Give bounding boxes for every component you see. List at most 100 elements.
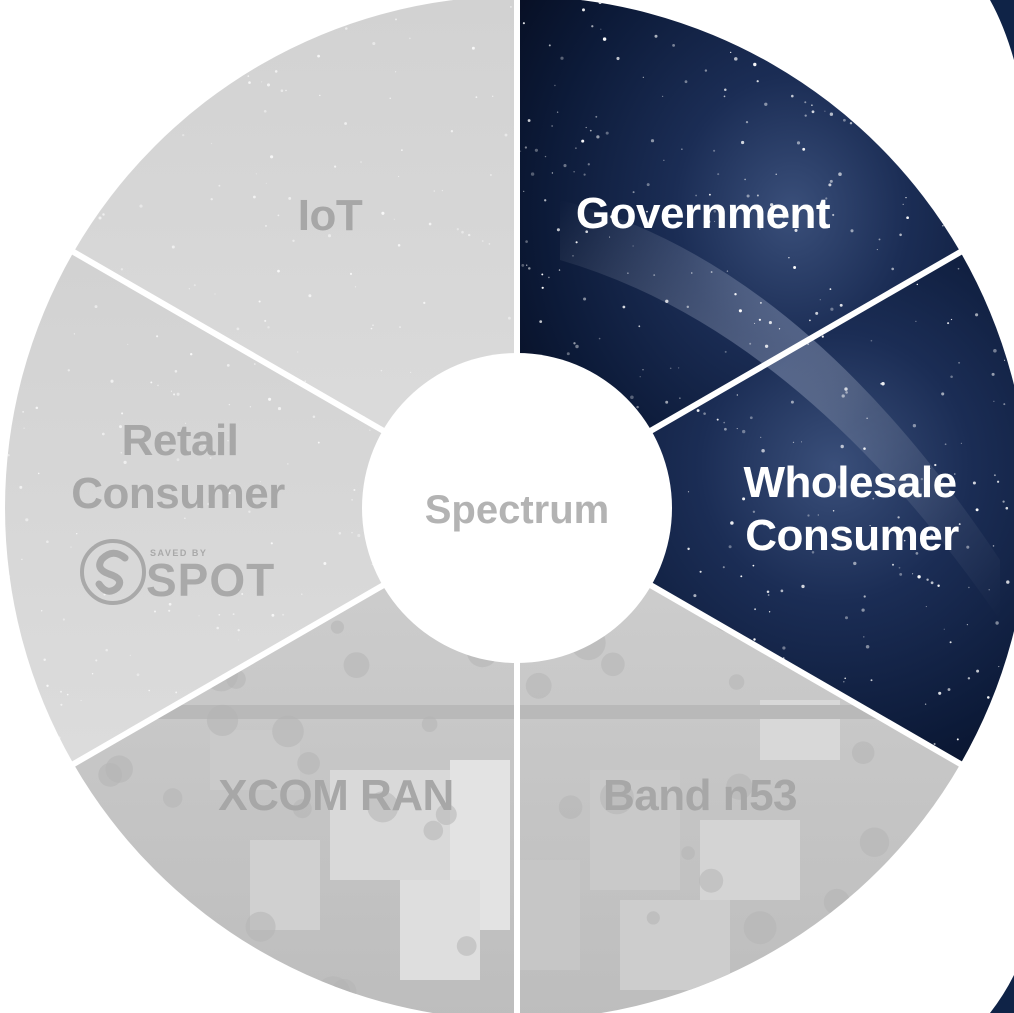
speck [128, 163, 130, 165]
star [846, 1, 849, 4]
speck [123, 460, 127, 464]
star [966, 545, 970, 549]
speck [6, 382, 9, 385]
star [956, 35, 959, 39]
star [878, 238, 881, 241]
star [587, 163, 590, 166]
speck [255, 173, 257, 175]
city-tree [699, 868, 724, 893]
star [752, 510, 756, 513]
logo-big-text: SPOT [146, 554, 275, 606]
star [596, 135, 600, 139]
star [878, 83, 882, 87]
speck [21, 558, 23, 561]
speck [66, 693, 69, 696]
star [740, 140, 745, 145]
star [563, 164, 567, 168]
star [575, 241, 578, 244]
star [991, 372, 995, 376]
speck [175, 691, 178, 694]
segment-wholesale [517, 252, 1014, 764]
star [861, 608, 865, 612]
speck [370, 327, 373, 330]
speck [198, 615, 200, 617]
speck [360, 161, 362, 163]
star [839, 303, 843, 307]
star [863, 636, 865, 638]
speck [304, 380, 306, 382]
speck [168, 602, 172, 606]
speck [277, 269, 280, 273]
speck [510, 6, 512, 8]
speck [357, 534, 361, 538]
star [539, 320, 543, 323]
star [968, 586, 970, 589]
speck [119, 425, 122, 429]
star [548, 44, 551, 47]
speck [372, 41, 376, 46]
speck [171, 245, 175, 249]
star [548, 276, 550, 279]
star [759, 301, 762, 304]
star [790, 400, 794, 404]
star [954, 473, 956, 475]
star [585, 230, 589, 234]
star [583, 200, 587, 203]
speck [176, 458, 180, 462]
star [544, 155, 547, 158]
speck [248, 510, 251, 513]
speck [161, 30, 163, 33]
speck [91, 673, 94, 675]
star [917, 575, 921, 579]
star [642, 76, 644, 78]
speck [70, 546, 72, 548]
star [686, 305, 690, 309]
speck [98, 216, 102, 220]
star [876, 249, 878, 251]
star [1003, 403, 1006, 406]
star [832, 510, 835, 512]
star [1008, 331, 1012, 335]
star [916, 283, 919, 286]
city-tree [292, 799, 312, 819]
speck [351, 532, 353, 534]
star [977, 48, 979, 50]
speck [176, 392, 180, 396]
star [870, 679, 873, 682]
star [980, 0, 983, 3]
star [791, 94, 794, 98]
star [693, 594, 697, 598]
star [941, 392, 945, 396]
star [582, 8, 585, 12]
speck [15, 269, 19, 273]
city-tree [435, 804, 457, 825]
logo-small-text: SAVED BY [150, 548, 207, 558]
star [756, 194, 759, 197]
speck [354, 286, 357, 288]
speck [149, 92, 153, 96]
speck [397, 244, 401, 247]
speck [46, 684, 49, 687]
star [830, 307, 834, 311]
star [848, 58, 852, 61]
city-tree [245, 911, 276, 942]
speck [280, 89, 284, 92]
star [730, 521, 734, 525]
speck [369, 429, 371, 431]
speck [252, 195, 256, 199]
speck [7, 653, 11, 657]
star [763, 523, 766, 526]
star [622, 305, 626, 309]
speck [317, 54, 320, 58]
speck [24, 30, 28, 34]
star [870, 339, 873, 342]
speck [157, 59, 161, 63]
star [866, 10, 868, 13]
speck [317, 441, 320, 444]
star [791, 17, 794, 20]
star [745, 120, 749, 124]
speck [150, 381, 153, 384]
star [767, 594, 770, 596]
star [909, 105, 911, 108]
